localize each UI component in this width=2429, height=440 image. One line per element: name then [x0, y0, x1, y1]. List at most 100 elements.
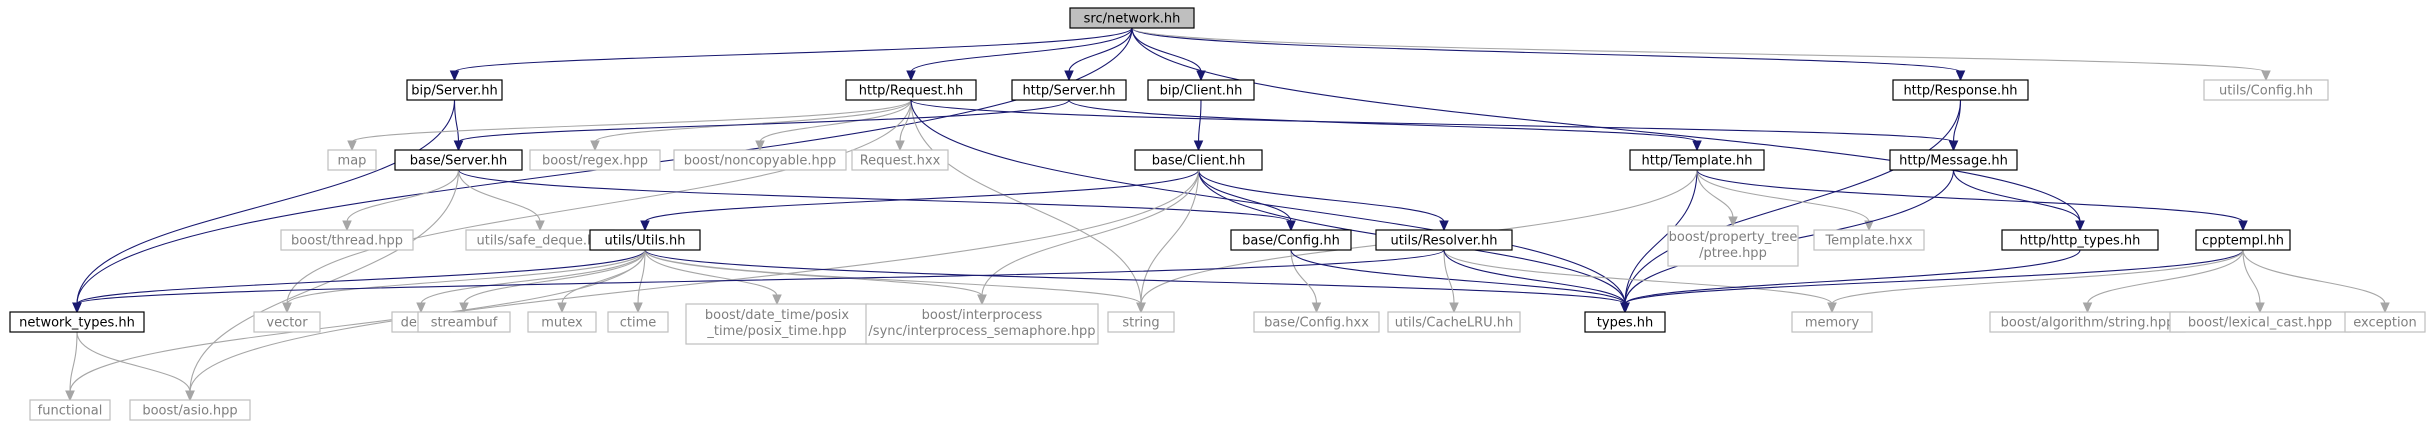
node-utils_resolver[interactable]: utils/Resolver.hh	[1375, 229, 1513, 251]
edge-http_response-to-http_message	[1948, 99, 1962, 152]
node-label: /ptree.hpp	[1699, 246, 1767, 261]
node-label: types.hh	[1597, 316, 1653, 331]
edge-utils_resolver-to-cachelru	[1443, 249, 1459, 314]
edge-base_client-to-base_config	[1197, 169, 1296, 232]
node-cpptempl[interactable]: cpptempl.hh	[2195, 229, 2291, 251]
node-network_types[interactable]: network_types.hh	[9, 311, 145, 333]
node-label: /sync/interprocess_semaphore.hpp	[868, 324, 1095, 339]
node-base_config[interactable]: base/Config.hh	[1230, 229, 1352, 251]
node-label: boost/algorithm/string.hpp	[2001, 316, 2175, 331]
node-network_hh[interactable]: src/network.hh	[1069, 7, 1195, 29]
edge-utils_utils-to-ctime	[633, 249, 646, 314]
edge-base_server-to-boost_asio	[185, 169, 460, 402]
node-http_server[interactable]: http/Server.hh	[1011, 79, 1127, 101]
node-box	[2195, 229, 2291, 251]
edge-http_server-to-base_server	[453, 99, 1070, 152]
node-boost_thread[interactable]: boost/thread.hpp	[280, 229, 414, 251]
node-label: base/Config.hh	[1242, 234, 1340, 249]
node-box	[1069, 7, 1195, 29]
node-lexical_cast[interactable]: boost/lexical_cast.hpp	[2169, 311, 2351, 333]
node-label: bip/Server.hh	[411, 84, 498, 99]
node-box	[406, 79, 503, 101]
node-base_client[interactable]: base/Client.hh	[1134, 149, 1263, 171]
node-string[interactable]: string	[1107, 311, 1175, 333]
node-memory[interactable]: memory	[1791, 311, 1873, 333]
node-utils_config[interactable]: utils/Config.hh	[2203, 79, 2329, 101]
node-http_message[interactable]: http/Message.hh	[1889, 149, 2018, 171]
edge-utils_resolver-to-network_types	[72, 249, 1445, 314]
node-label: cpptempl.hh	[2202, 234, 2284, 249]
node-posix_time[interactable]: boost/date_time/posix_time/posix_time.hp…	[685, 303, 869, 345]
edge-network_hh-to-utils_config	[1131, 27, 2271, 82]
node-mutex[interactable]: mutex	[527, 311, 597, 333]
node-http_response[interactable]: http/Response.hh	[1892, 79, 2029, 101]
node-box	[2344, 311, 2426, 333]
node-label: boost/regex.hpp	[542, 154, 648, 169]
node-box	[1584, 311, 1666, 333]
node-request_hxx[interactable]: Request.hxx	[851, 149, 949, 171]
node-exception[interactable]: exception	[2344, 311, 2426, 333]
node-http_types[interactable]: http/http_types.hh	[2001, 229, 2159, 251]
node-boost_asio[interactable]: boost/asio.hpp	[129, 399, 251, 421]
node-label: streambuf	[431, 316, 498, 331]
node-utils_utils[interactable]: utils/Utils.hh	[589, 229, 701, 251]
edge-base_server-to-boost_thread	[342, 169, 460, 232]
edge-network_types-to-functional	[65, 331, 78, 402]
edge-http_request-to-vector	[282, 99, 912, 314]
node-label: http/http_types.hh	[2020, 234, 2141, 249]
edge-utils_utils-to-streambuf	[459, 249, 646, 314]
node-boost_regex[interactable]: boost/regex.hpp	[529, 149, 661, 171]
node-types_hh[interactable]: types.hh	[1584, 311, 1666, 333]
node-label: utils/Config.hh	[2219, 84, 2313, 99]
node-label: boost/date_time/posix	[705, 308, 850, 323]
node-box	[845, 79, 977, 101]
node-cachelru[interactable]: utils/CacheLRU.hh	[1387, 311, 1521, 333]
edge-http_request-to-boost_regex	[590, 99, 912, 152]
node-label: base/Server.hh	[410, 154, 507, 169]
node-streambuf[interactable]: streambuf	[417, 311, 511, 333]
node-label: mutex	[541, 316, 583, 331]
edge-utils_utils-to-string	[644, 249, 1146, 314]
node-box	[253, 311, 321, 333]
node-http_request[interactable]: http/Request.hh	[845, 79, 977, 101]
node-bip_server[interactable]: bip/Server.hh	[406, 79, 503, 101]
edge-utils_utils-to-posix_time	[644, 249, 782, 306]
node-box	[1791, 311, 1873, 333]
node-box	[1147, 79, 1255, 101]
node-box	[1387, 311, 1521, 333]
node-map[interactable]: map	[327, 149, 377, 171]
node-base_server[interactable]: base/Server.hh	[394, 149, 523, 171]
node-label: functional	[38, 404, 103, 419]
node-http_template[interactable]: http/Template.hh	[1629, 149, 1765, 171]
node-box	[1813, 229, 1925, 251]
edge-cpptempl-to-algo_string	[2082, 249, 2244, 314]
node-label: http/Response.hh	[1903, 84, 2017, 99]
node-base_config_hxx[interactable]: base/Config.hxx	[1253, 311, 1380, 333]
node-template_hxx[interactable]: Template.hxx	[1813, 229, 1925, 251]
node-label: boost/thread.hpp	[291, 234, 403, 249]
node-box	[865, 303, 1099, 345]
node-safe_deque[interactable]: utils/safe_deque.hh	[465, 229, 615, 251]
node-boost_noncopyable[interactable]: boost/noncopyable.hpp	[673, 149, 847, 171]
node-box	[1375, 229, 1513, 251]
edge-http_message-to-http_types	[1952, 169, 2085, 232]
node-box	[1134, 149, 1263, 171]
node-vector[interactable]: vector	[253, 311, 321, 333]
edge-layer	[65, 27, 2390, 402]
node-interprocess[interactable]: boost/interprocess/sync/interprocess_sem…	[865, 303, 1099, 345]
node-algo_string[interactable]: boost/algorithm/string.hpp	[1989, 311, 2186, 333]
edge-base_config-to-types_hh	[1290, 249, 1630, 314]
node-ptree[interactable]: boost/property_tree/ptree.hpp	[1667, 225, 1799, 267]
node-box	[1253, 311, 1380, 333]
node-label: bip/Client.hh	[1160, 84, 1243, 99]
node-bip_client[interactable]: bip/Client.hh	[1147, 79, 1255, 101]
node-label: memory	[1805, 316, 1860, 331]
node-layer: src/network.hh bip/Server.hh http/Request.…	[9, 7, 2426, 421]
node-box	[529, 149, 661, 171]
node-functional[interactable]: functional	[29, 399, 111, 421]
node-label: network_types.hh	[19, 316, 135, 331]
node-label: boost/lexical_cast.hpp	[2188, 316, 2332, 331]
node-ctime[interactable]: ctime	[607, 311, 669, 333]
edge-base_client-to-utils_resolver	[1197, 169, 1449, 232]
